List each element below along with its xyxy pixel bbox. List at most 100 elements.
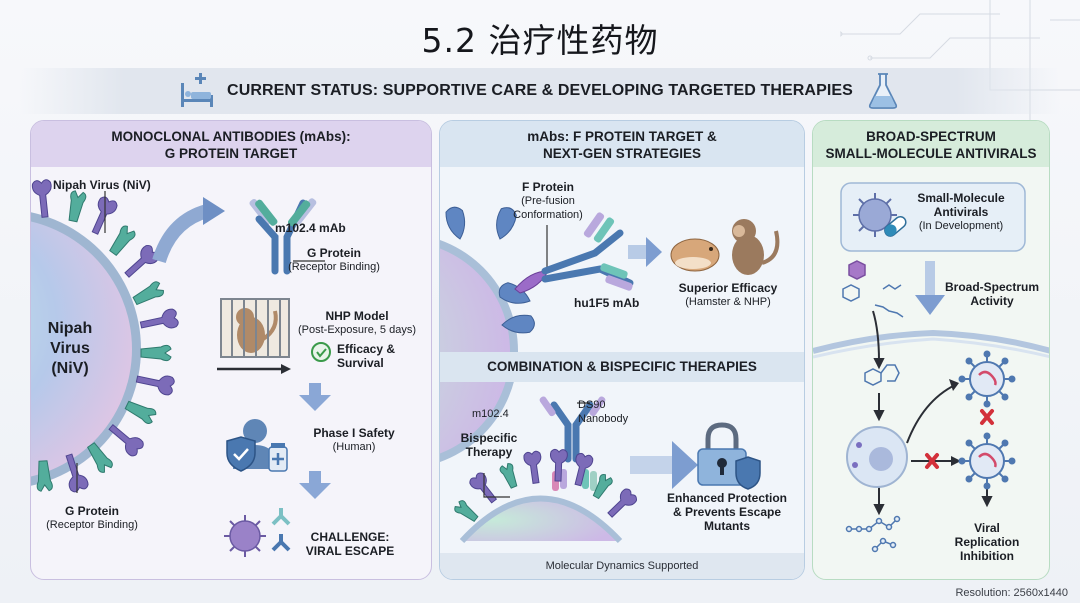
panel-footer: Molecular Dynamics Supported [440, 553, 804, 579]
efficacy-line: Efficacy & [337, 342, 396, 356]
bispecific-line: Therapy [465, 445, 513, 459]
protection-line: Mutants [704, 519, 750, 533]
panel-mabs-g-protein: MONOCLONAL ANTIBODIES (mAbs): G PROTEIN … [30, 120, 432, 580]
metabolite-chain-icon [845, 515, 901, 553]
header-line: mAbs: F PROTEIN TARGET & [527, 129, 717, 144]
nhp-cage-icon [217, 298, 291, 374]
hamster-icon [670, 238, 720, 272]
efficacy-survival: Efficacy & Survival [337, 342, 395, 370]
activity-line: Broad-Spectrum [944, 280, 1039, 294]
down-arrow-icon [299, 383, 331, 411]
virus-illustration [31, 178, 331, 557]
bispecific-antibody-icon [539, 396, 606, 491]
virus-body-label: Nipah Virus (NiV) [35, 319, 105, 379]
nhp-model: NHP Model (Post-Exposure, 5 days) [287, 309, 427, 337]
compound-structure-icon [864, 364, 900, 386]
broad-spectrum-activity: Broad-Spectrum Activity [937, 280, 1047, 308]
molecule-icons [842, 260, 904, 318]
ds90-line: DS90 [578, 399, 606, 411]
bispecific-line: Bispecific [460, 431, 518, 445]
page-title: 5.2 治疗性药物 [421, 21, 659, 60]
right-arrow-icon [628, 237, 662, 267]
flask-icon [868, 73, 898, 109]
virus-body-line: (NiV) [51, 360, 89, 377]
monkey-icon [732, 219, 780, 275]
virus-label: Nipah Virus (NiV) [53, 178, 151, 192]
panel-header: BROAD-SPECTRUM SMALL-MOLECULE ANTIVIRALS [813, 121, 1049, 167]
result-line: Replication [954, 535, 1020, 549]
down-arrow-icon [915, 261, 945, 315]
challenge-viral-escape: CHALLENGE: VIRAL ESCAPE [295, 530, 405, 558]
host-cell-icon [846, 426, 908, 488]
antibody-target-sub: (Receptor Binding) [288, 261, 380, 273]
status-banner: CURRENT STATUS: SUPPORTIVE CARE & DEVELO… [20, 68, 1060, 114]
f-protein-sub: Conformation) [513, 209, 583, 221]
right-arrow-icon [630, 441, 698, 489]
header-line: BROAD-SPECTRUM [866, 129, 996, 144]
result-line: Viral [974, 521, 1000, 535]
header-line: NEXT-GEN STRATEGIES [542, 146, 702, 161]
virus-replication-icon [958, 350, 1016, 408]
efficacy-title: Superior Efficacy [678, 281, 778, 295]
g-protein-callout: G Protein (Receptor Binding) [37, 504, 147, 532]
viral-replication-inhibition: Viral Replication Inhibition [943, 521, 1031, 563]
down-arrow-icon [872, 310, 993, 516]
panel-small-molecule: BROAD-SPECTRUM SMALL-MOLECULE ANTIVIRALS [812, 120, 1050, 580]
enhanced-protection: Enhanced Protection & Prevents Escape Mu… [662, 491, 792, 533]
header-line: G PROTEIN TARGET [164, 146, 298, 161]
challenge-line: VIRAL ESCAPE [305, 544, 395, 558]
panel-header: mAbs: F PROTEIN TARGET & NEXT-GEN STRATE… [440, 121, 804, 167]
f-protein-callout: F Protein (Pre-fusion Conformation) [498, 180, 598, 222]
down-arrow-icon [299, 471, 331, 499]
check-circle-icon [311, 342, 331, 362]
box-sub: (In Development) [918, 220, 1004, 232]
hospital-bed-icon [181, 73, 214, 107]
combo-header: COMBINATION & BISPECIFIC THERAPIES [440, 352, 804, 382]
nhp-title: NHP Model [325, 309, 389, 323]
result-line: Inhibition [960, 549, 1014, 563]
human-safety-icon [226, 419, 288, 472]
virus-body-line: Virus [50, 340, 90, 357]
block-x-icon [980, 409, 994, 425]
protection-line: & Prevents Escape [672, 505, 782, 519]
small-molecule-box: Small-Molecule Antivirals (In Developmen… [901, 191, 1021, 233]
efficacy-line: Survival [337, 356, 384, 370]
challenge-line: CHALLENGE: [310, 530, 390, 544]
bispecific-label: Bispecific Therapy [454, 431, 524, 459]
hu1f5-label: hu1F5 mAb [574, 296, 640, 310]
box-line: Antivirals [933, 205, 989, 219]
virus-replication-icon [958, 432, 1016, 490]
status-text: CURRENT STATUS: SUPPORTIVE CARE & DEVELO… [227, 82, 853, 99]
resolution-note: Resolution: 2560x1440 [955, 587, 1068, 599]
phase-sub: (Human) [332, 441, 376, 453]
box-line: Small-Molecule [917, 191, 1005, 205]
antibody-name: m102.4 mAb [275, 221, 346, 235]
nhp-sub: (Post-Exposure, 5 days) [298, 324, 416, 336]
small-molecule-illustration [813, 182, 1049, 553]
phase-title: Phase I Safety [313, 426, 395, 440]
header-line: MONOCLONAL ANTIBODIES (mAbs): [111, 129, 351, 144]
virus-body-line: Nipah [47, 320, 93, 337]
viral-escape-icon [224, 508, 291, 557]
antibody-target-label: G Protein [306, 246, 361, 260]
antibody-target: G Protein (Receptor Binding) [279, 246, 389, 274]
antibody-hu1f5-icon [541, 212, 634, 291]
lock-shield-icon [697, 422, 761, 490]
f-protein-illustration [440, 204, 780, 544]
panel-header: MONOCLONAL ANTIBODIES (mAbs): G PROTEIN … [31, 121, 431, 167]
g-protein-sub: (Receptor Binding) [46, 519, 138, 531]
block-x-icon [925, 453, 939, 469]
virus-pill-icon [853, 193, 907, 237]
activity-line: Activity [970, 294, 1014, 308]
header-line: SMALL-MOLECULE ANTIVIRALS [825, 146, 1037, 161]
phase-one-safety: Phase I Safety (Human) [299, 426, 409, 454]
g-protein-label: G Protein [64, 504, 119, 518]
f-protein-label: F Protein [521, 180, 574, 194]
panel-mabs-f-protein: mAbs: F PROTEIN TARGET & NEXT-GEN STRATE… [439, 120, 805, 580]
m102-label: m102.4 [472, 408, 509, 420]
antibody-m102-icon [249, 198, 325, 275]
efficacy-sub: (Hamster & NHP) [685, 296, 771, 308]
ds90-line: Nanobody [578, 413, 629, 425]
f-protein-sub: (Pre-fusion [521, 195, 575, 207]
ds90-label: DS90 Nanobody [578, 398, 628, 426]
